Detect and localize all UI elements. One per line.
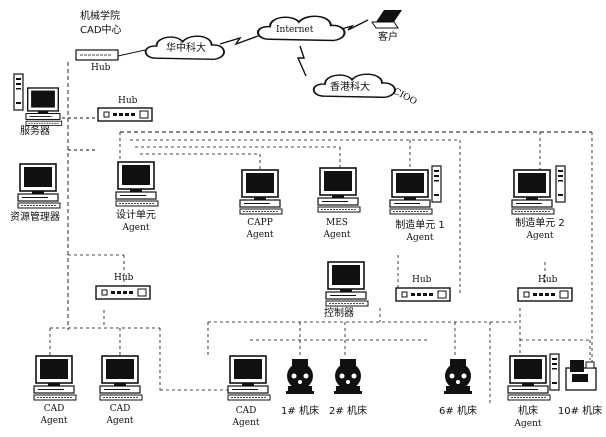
server-label: 服务器 <box>20 126 50 137</box>
hub-label: Hub <box>114 273 133 284</box>
cad-label: CAD <box>110 404 131 415</box>
mfg1-label: 制造单元 1 <box>395 220 445 231</box>
hub-label: Hub <box>412 275 431 286</box>
capp-agent: Agent <box>247 230 274 241</box>
machine-agent-label: 机床 <box>518 406 538 417</box>
cad-label: CAD <box>236 406 257 417</box>
mfg1-agent: Agent <box>407 233 434 244</box>
mes-agent: Agent <box>324 230 351 241</box>
cloud-label: 香港科大 <box>330 82 370 93</box>
controller-label: 控制器 <box>324 308 354 319</box>
machine-label: 10# 机床 <box>558 406 602 417</box>
hub-device <box>76 50 118 60</box>
machine-agent-sub: Agent <box>515 419 542 430</box>
design-unit-agent: Agent <box>123 223 150 234</box>
resource-manager-label: 资源管理器 <box>10 212 60 223</box>
cloud-label: 华中科大 <box>166 43 206 54</box>
mfg2-label: 制造单元 2 <box>515 218 565 229</box>
capp-label: CAPP <box>247 218 273 229</box>
cad-agent: Agent <box>107 416 134 427</box>
cad-agent: Agent <box>233 418 260 429</box>
cloud-label: Internet <box>276 25 313 36</box>
machine-label: 1# 机床 <box>281 406 319 417</box>
mes-label: MES <box>326 218 348 229</box>
cad-agent: Agent <box>41 416 68 427</box>
machine-label: 6# 机床 <box>439 406 477 417</box>
hub-label: Hub <box>91 63 110 74</box>
title-line1: 机械学院 <box>80 11 120 22</box>
cad-label: CAD <box>44 404 65 415</box>
design-unit-label: 设计单元 <box>116 210 156 221</box>
client-label: 客户 <box>378 32 398 43</box>
title-line2: CAD中心 <box>80 25 122 36</box>
machine-label: 2# 机床 <box>329 406 367 417</box>
hub-label: Hub <box>118 96 137 107</box>
mfg2-agent: Agent <box>527 231 554 242</box>
hub-label: Hub <box>538 275 557 286</box>
